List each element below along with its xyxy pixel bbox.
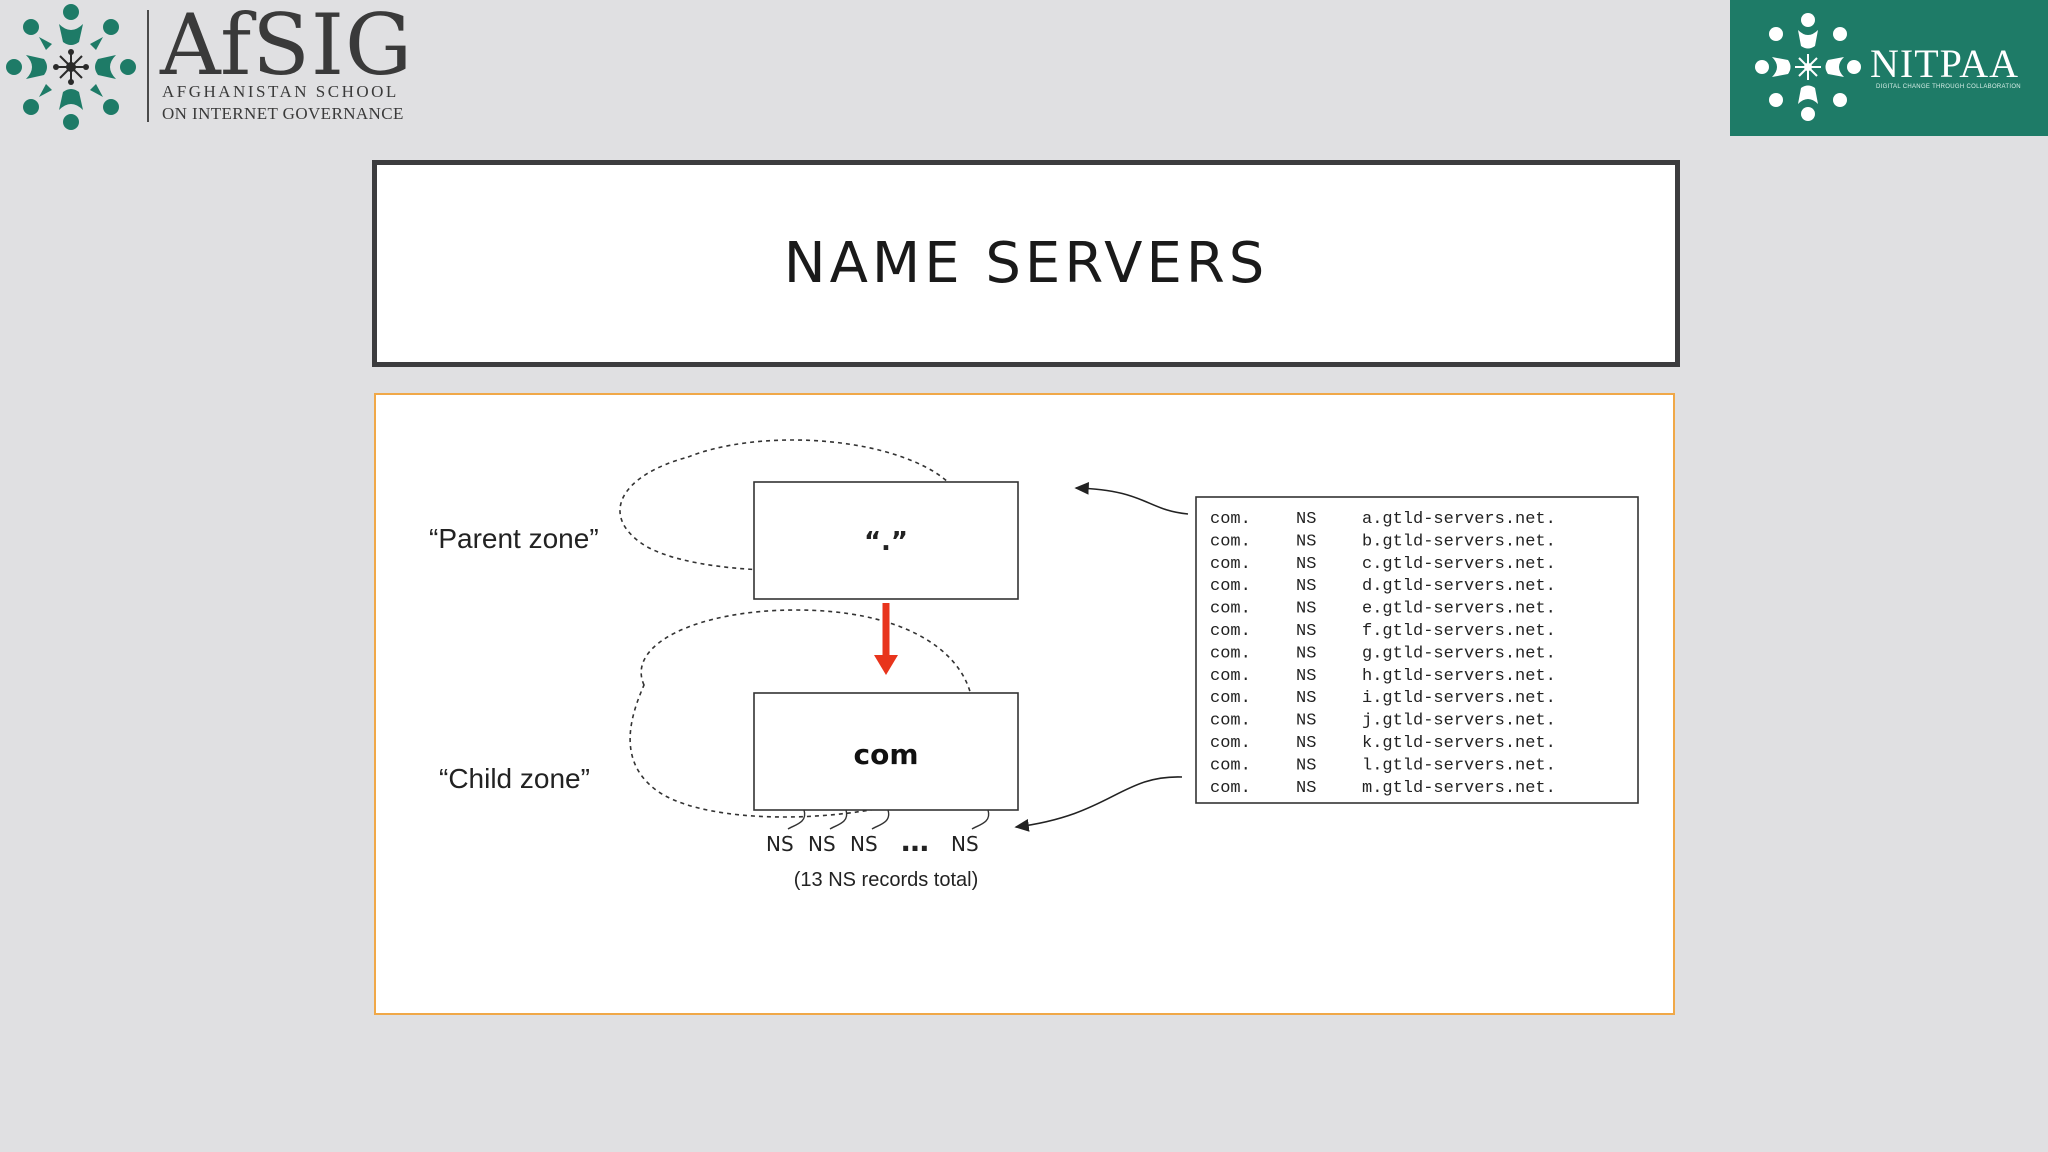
root-zone-box	[753, 481, 1019, 600]
record-zone: com.	[1210, 734, 1251, 753]
child-zone-label: “Child zone”	[439, 763, 590, 794]
record-zone: com.	[1210, 779, 1251, 798]
parent-zone-label: “Parent zone”	[429, 523, 599, 554]
record-type: NS	[1296, 734, 1316, 753]
ns-record-row: com. NS l.gtld-servers.net.	[1210, 756, 1556, 775]
record-type: NS	[1296, 532, 1316, 551]
nitpaa-tagline: DIGITAL CHANGE THROUGH COLLABORATION	[1876, 84, 2021, 90]
record-type: NS	[1296, 510, 1316, 529]
record-server: a.gtld-servers.net.	[1362, 510, 1556, 529]
ns-record-row: com. NS e.gtld-servers.net.	[1210, 600, 1556, 619]
afsig-wordmark: AfSIG	[160, 0, 414, 94]
ns-label: NS	[808, 832, 836, 856]
record-type: NS	[1296, 577, 1316, 596]
ns-label: NS	[850, 832, 878, 856]
logo-divider	[147, 10, 149, 122]
ns-record-row: com. NS d.gtld-servers.net.	[1210, 577, 1556, 596]
ns-label: NS	[766, 832, 794, 856]
record-server: e.gtld-servers.net.	[1362, 600, 1556, 619]
ns-record-row: com. NS a.gtld-servers.net.	[1210, 510, 1556, 529]
child-zone-box	[753, 692, 1019, 811]
record-server: m.gtld-servers.net.	[1362, 779, 1556, 798]
ns-record-row: com. NS g.gtld-servers.net.	[1210, 644, 1556, 663]
ns-record-row: com. NS k.gtld-servers.net.	[1210, 734, 1556, 753]
record-type: NS	[1296, 600, 1316, 619]
ns-record-row: com. NS h.gtld-servers.net.	[1210, 667, 1556, 686]
afsig-subtitle-line1: AFGHANISTAN SCHOOL	[162, 82, 399, 101]
child-pointer-arrow	[1014, 776, 1183, 832]
ns-record-row: com. NS m.gtld-servers.net.	[1210, 779, 1556, 798]
parent-pointer-arrow	[1074, 481, 1189, 515]
record-server: b.gtld-servers.net.	[1362, 532, 1556, 551]
root-zone-label: “.”	[864, 527, 908, 557]
ns-connectors	[787, 809, 990, 830]
record-type: NS	[1296, 712, 1316, 731]
record-type: NS	[1296, 555, 1316, 574]
record-zone: com.	[1210, 600, 1251, 619]
record-type: NS	[1296, 756, 1316, 775]
ns-record-row: com. NS b.gtld-servers.net.	[1210, 532, 1556, 551]
network-tree-icon	[1755, 13, 1861, 121]
record-zone: com.	[1210, 689, 1251, 708]
record-zone: com.	[1210, 622, 1251, 641]
child-zone-outline	[629, 609, 977, 818]
diagram-canvas: “Parent zone” “Child zone” “.” com NS NS…	[429, 439, 1639, 891]
afsig-subtitle-line2: ON INTERNET GOVERNANCE	[162, 104, 404, 123]
record-server: i.gtld-servers.net.	[1362, 689, 1556, 708]
ns-records-list: com. NS a.gtld-servers.net. com. NS b.gtld-se…	[1210, 510, 1556, 798]
record-zone: com.	[1210, 756, 1251, 775]
ns-records-box	[1195, 496, 1639, 804]
record-server: f.gtld-servers.net.	[1362, 622, 1556, 641]
record-zone: com.	[1210, 532, 1251, 551]
record-zone: com.	[1210, 510, 1251, 529]
slide-title: NAME SERVERS	[783, 231, 1269, 296]
ns-total-note: (13 NS records total)	[794, 869, 979, 891]
record-server: d.gtld-servers.net.	[1362, 577, 1556, 596]
record-type: NS	[1296, 779, 1316, 798]
record-server: k.gtld-servers.net.	[1362, 734, 1556, 753]
ns-record-row: com. NS i.gtld-servers.net.	[1210, 689, 1556, 708]
ns-label: NS	[951, 832, 979, 856]
record-server: h.gtld-servers.net.	[1362, 667, 1556, 686]
name-server-diagram: “Parent zone” “Child zone” “.” com NS NS…	[374, 393, 1675, 1015]
record-type: NS	[1296, 689, 1316, 708]
nitpaa-logo: NITPAA DIGITAL CHANGE THROUGH COLLABORAT…	[1730, 0, 2048, 136]
record-server: g.gtld-servers.net.	[1362, 644, 1556, 663]
ns-record-row: com. NS j.gtld-servers.net.	[1210, 712, 1556, 731]
ns-ellipsis: …	[901, 825, 929, 858]
record-type: NS	[1296, 622, 1316, 641]
ns-record-row: com. NS f.gtld-servers.net.	[1210, 622, 1556, 641]
record-zone: com.	[1210, 667, 1251, 686]
record-type: NS	[1296, 644, 1316, 663]
record-server: c.gtld-servers.net.	[1362, 555, 1556, 574]
child-zone-box-label: com	[853, 738, 918, 771]
slide-title-box: NAME SERVERS	[372, 160, 1680, 367]
record-zone: com.	[1210, 644, 1251, 663]
network-tree-icon	[6, 4, 136, 130]
record-zone: com.	[1210, 712, 1251, 731]
ns-record-row: com. NS c.gtld-servers.net.	[1210, 555, 1556, 574]
delegation-arrow-head	[874, 655, 898, 675]
record-type: NS	[1296, 667, 1316, 686]
record-zone: com.	[1210, 555, 1251, 574]
record-server: j.gtld-servers.net.	[1362, 712, 1556, 731]
afsig-logo: AfSIG AFGHANISTAN SCHOOL ON INTERNET GOV…	[0, 0, 420, 135]
record-zone: com.	[1210, 577, 1251, 596]
nitpaa-wordmark: NITPAA	[1870, 41, 2019, 86]
record-server: l.gtld-servers.net.	[1362, 756, 1556, 775]
